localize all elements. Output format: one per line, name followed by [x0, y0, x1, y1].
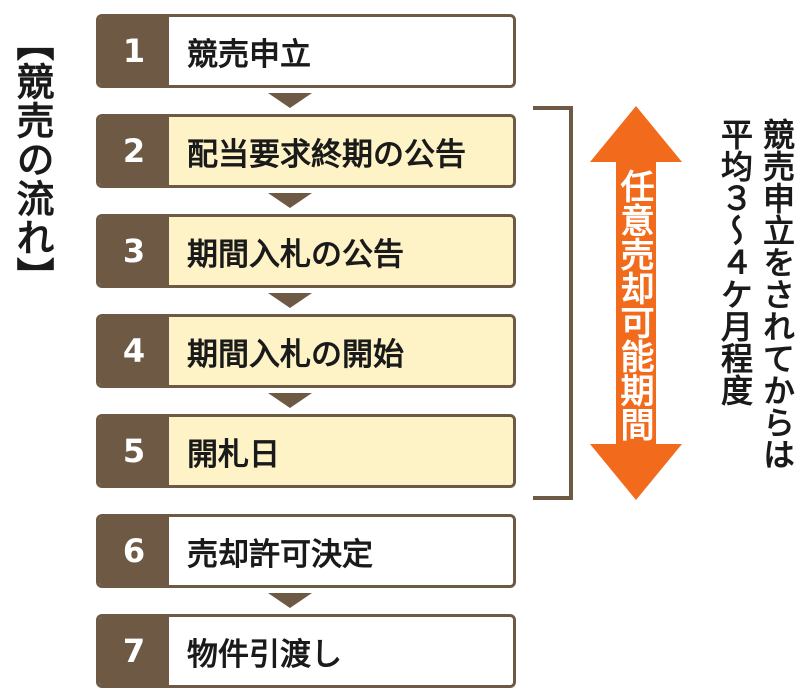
step-label: 開札日 [169, 417, 513, 485]
down-arrow-icon [268, 93, 312, 108]
down-arrow-icon [268, 293, 312, 308]
period-bracket [533, 106, 573, 500]
step-number: 1 [99, 17, 169, 85]
step-label: 期間入札の公告 [169, 217, 513, 285]
step-2: 2 配当要求終期の公告 [96, 114, 516, 188]
step-5: 5 開札日 [96, 414, 516, 488]
step-6: 6 売却許可決定 [96, 514, 516, 588]
note-line-1: 競売申立をされてからは [758, 118, 796, 470]
down-arrow-icon [268, 393, 312, 408]
step-number: 6 [99, 517, 169, 585]
step-number: 7 [99, 617, 169, 685]
step-number: 2 [99, 117, 169, 185]
diagram-title: 【競売の流れ】 [10, 22, 54, 296]
down-arrow-icon [268, 193, 312, 208]
note-line-2: 平均３〜４ケ月程度 [716, 118, 754, 406]
step-label: 競売申立 [169, 17, 513, 85]
step-number: 4 [99, 317, 169, 385]
double-arrow-icon [590, 106, 682, 500]
step-number: 5 [99, 417, 169, 485]
step-1: 1 競売申立 [96, 14, 516, 88]
down-arrow-icon [268, 593, 312, 608]
step-label: 売却許可決定 [169, 517, 513, 585]
period-label: 任意売却可能期間 [614, 169, 654, 441]
step-label: 物件引渡し [169, 617, 513, 685]
step-number: 3 [99, 217, 169, 285]
duration-note: 競売申立をされてからは 平均３〜４ケ月程度 [712, 118, 798, 518]
step-7: 7 物件引渡し [96, 614, 516, 688]
step-label: 期間入札の開始 [169, 317, 513, 385]
step-label: 配当要求終期の公告 [169, 117, 513, 185]
step-4: 4 期間入札の開始 [96, 314, 516, 388]
step-3: 3 期間入札の公告 [96, 214, 516, 288]
